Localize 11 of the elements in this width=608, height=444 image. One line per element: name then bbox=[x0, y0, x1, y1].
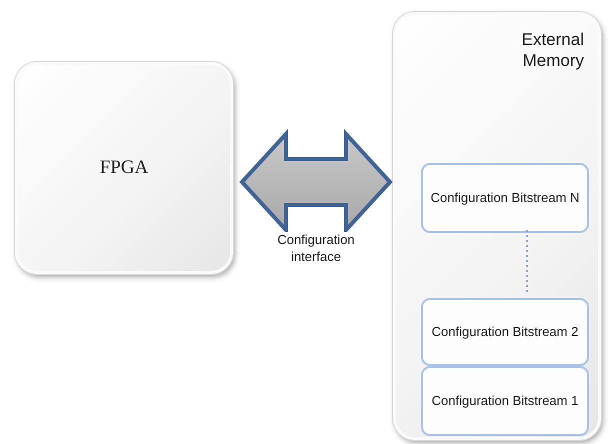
dotted-line bbox=[526, 230, 528, 295]
memory-title: External Memory bbox=[520, 29, 584, 72]
node-label: FPGA bbox=[100, 156, 148, 180]
node-label: Configuration Bitstream N bbox=[430, 190, 580, 206]
bitstream-box bbox=[421, 366, 589, 436]
node-label: Configuration Bitstream 1 bbox=[432, 392, 578, 410]
memory-panel bbox=[393, 12, 601, 440]
bitstream-box bbox=[421, 163, 589, 233]
node-label: Configuration Bitstream 2 bbox=[432, 324, 578, 340]
chip-box bbox=[15, 62, 233, 274]
bitstream-box bbox=[421, 298, 589, 366]
